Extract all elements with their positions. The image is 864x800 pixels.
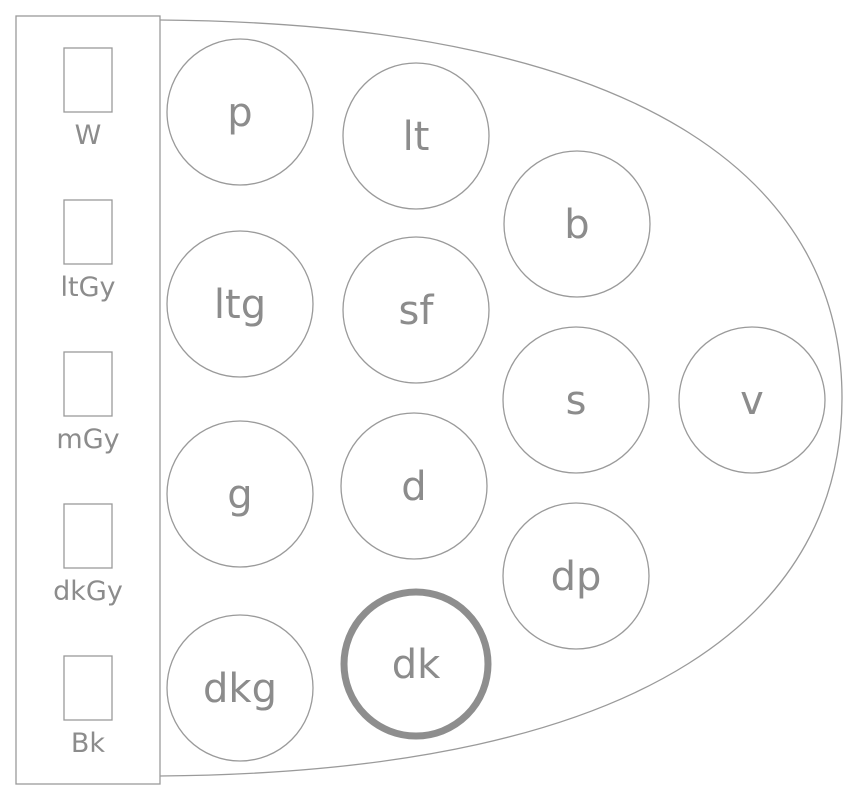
- tone-circle[interactable]: [166, 38, 314, 186]
- tone-circle[interactable]: [166, 230, 314, 378]
- swatch-W[interactable]: W: [63, 47, 113, 151]
- tone-circle[interactable]: [340, 412, 488, 560]
- tone-circle[interactable]: [502, 326, 650, 474]
- achromatic-column: [15, 15, 161, 785]
- swatch-mGy[interactable]: mGy: [56, 351, 120, 455]
- tone-circle[interactable]: [502, 502, 650, 650]
- swatch-box[interactable]: [63, 199, 113, 265]
- swatch-label: W: [75, 120, 102, 151]
- tone-label: s: [566, 378, 587, 424]
- tone-label: lt: [403, 114, 430, 160]
- swatch-label: mGy: [56, 424, 119, 455]
- tone-lt[interactable]: lt: [342, 62, 490, 210]
- tone-label: dkg: [203, 666, 277, 712]
- swatch-box[interactable]: [63, 47, 113, 113]
- tone-circle[interactable]: [678, 326, 826, 474]
- tone-label: dp: [551, 554, 602, 600]
- tone-label: v: [740, 378, 764, 424]
- tone-label: g: [227, 472, 252, 518]
- tone-label: p: [227, 90, 252, 136]
- swatch-ltGy[interactable]: ltGy: [61, 199, 116, 303]
- swatch-box[interactable]: [63, 655, 113, 721]
- tone-label: dk: [392, 642, 441, 688]
- tone-d[interactable]: d: [340, 412, 488, 560]
- swatch-dkGy[interactable]: dkGy: [53, 503, 123, 607]
- tone-v[interactable]: v: [678, 326, 826, 474]
- tone-envelope: [159, 19, 843, 777]
- tone-label: d: [401, 464, 426, 510]
- tone-g[interactable]: g: [166, 420, 314, 568]
- tone-circle[interactable]: [342, 236, 490, 384]
- tone-p[interactable]: p: [166, 38, 314, 186]
- tone-dkg[interactable]: dkg: [166, 614, 314, 762]
- tone-circle[interactable]: [166, 614, 314, 762]
- tone-dp[interactable]: dp: [502, 502, 650, 650]
- swatch-box[interactable]: [63, 503, 113, 569]
- tone-circle-selected[interactable]: [340, 588, 492, 740]
- swatch-box[interactable]: [63, 351, 113, 417]
- swatch-Bk[interactable]: Bk: [63, 655, 113, 759]
- tone-label: sf: [399, 288, 435, 334]
- tone-circle[interactable]: [503, 150, 651, 298]
- tone-dk[interactable]: dk: [340, 588, 492, 740]
- swatch-label: dkGy: [53, 576, 123, 607]
- tone-label: b: [564, 202, 589, 248]
- tone-b[interactable]: b: [503, 150, 651, 298]
- tone-s[interactable]: s: [502, 326, 650, 474]
- tone-circle[interactable]: [342, 62, 490, 210]
- tone-sf[interactable]: sf: [342, 236, 490, 384]
- tone-ltg[interactable]: ltg: [166, 230, 314, 378]
- swatch-label: Bk: [71, 728, 106, 759]
- tone-circle[interactable]: [166, 420, 314, 568]
- swatch-label: ltGy: [61, 272, 116, 303]
- tone-label: ltg: [214, 282, 266, 328]
- tone-circles: p ltg g dkg lt sf d dk b s dp v: [166, 38, 826, 762]
